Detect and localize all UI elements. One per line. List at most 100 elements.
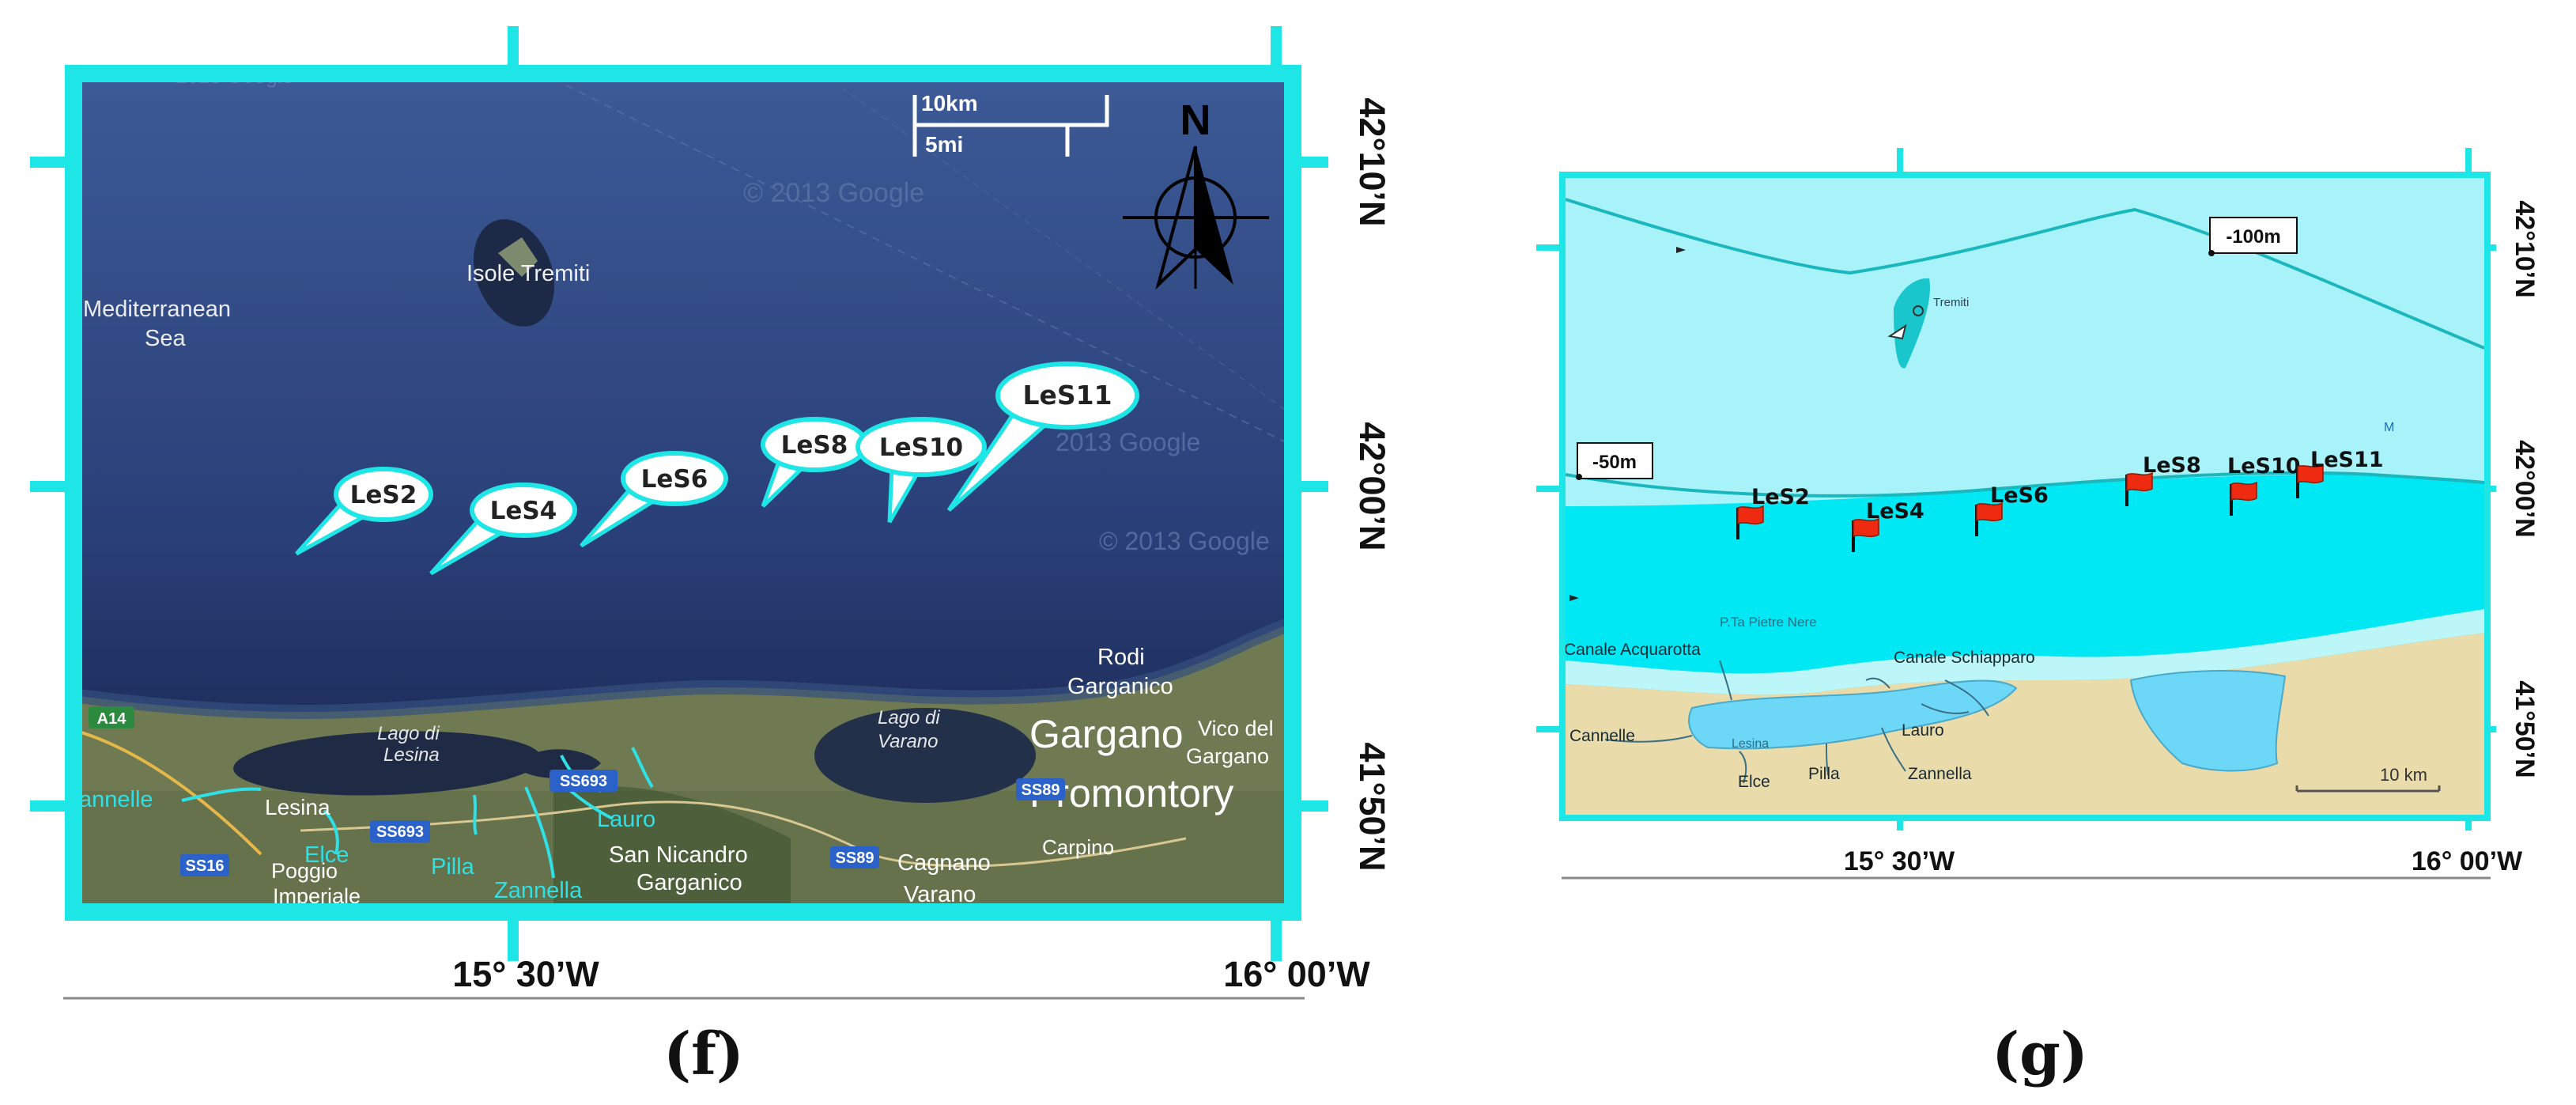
road-shield-a14: A14 [89, 706, 134, 728]
station-bubble-les10: LeS10 [856, 417, 987, 524]
road-shield-ss693-b-label: SS693 [560, 773, 607, 790]
poggio-label-2: Imperiale [273, 884, 361, 908]
flag-icon [1853, 517, 1879, 538]
isole-tremiti-island [473, 219, 555, 327]
watermark-2: 2013 Google [1056, 428, 1200, 456]
gargano-label-1: Gargano [1029, 712, 1184, 756]
panel-g: Tremiti M -100m -50m P.Ta Pietre Nere Ca… [1536, 148, 2540, 1088]
rodi-label-1: Rodi [1097, 645, 1145, 670]
cagnano-label-1: Cagnano [897, 850, 991, 876]
station-flag-les2: LeS2 [1736, 485, 1810, 539]
scale-km-label: 10km [921, 91, 978, 115]
place-lesina: Lesina [1732, 737, 1769, 751]
watermark-3: © 2013 Google [1099, 527, 1270, 555]
flag-icon [2126, 471, 2153, 492]
depth-box-100m: -100m [2208, 217, 2298, 256]
road-shield-ss16-label: SS16 [186, 857, 225, 875]
contour-50m [1566, 471, 2484, 498]
road-shield-ss89-a: SS89 [830, 846, 879, 868]
lago-lesina [233, 731, 542, 796]
panel-f-lat-label-2: 42°00’N [1352, 422, 1392, 551]
vico-label-1: Vico del [1198, 717, 1274, 740]
tremiti-island [1894, 278, 1930, 369]
north-arrow-icon [1123, 146, 1269, 290]
elce-label: Elce [304, 842, 349, 868]
flag-icon [2230, 481, 2257, 501]
poggio-label-1: Poggio [271, 859, 338, 883]
lesina-label: Lesina [265, 795, 330, 819]
cannelle-label: annelle [79, 787, 153, 812]
panel-f-frame [65, 65, 1301, 921]
place-zannella: Zannella [1908, 765, 1972, 783]
cagnano-label-2: Varano [904, 882, 976, 907]
lago-lesina-label-1: Lago di [377, 723, 440, 744]
station-flag-les8: LeS8 [2125, 453, 2201, 506]
depth-box-50m: -50m [1576, 442, 1653, 480]
lauro-label: Lauro [597, 807, 655, 832]
scale-mi-label: 5mi [925, 132, 963, 157]
panel-g-lon-label-2: 16° 00’W [2412, 846, 2523, 876]
depth-50m-label: -50m [1592, 452, 1637, 473]
place-lauro: Lauro [1902, 721, 1944, 740]
lago-varano [814, 708, 1036, 803]
depth-100m-label: -100m [2226, 226, 2280, 248]
panel-g-rivers [1604, 660, 1989, 784]
station-bubble-label: LeS4 [490, 497, 557, 525]
panel-f-lon-label-2: 16° 00’W [1223, 954, 1370, 994]
carpino-label: Carpino [1042, 835, 1114, 859]
station-bubble-les4: LeS4 [429, 482, 577, 576]
station-flag-label: LeS8 [2143, 453, 2201, 478]
lago-varano-label-2: Varano [878, 731, 939, 752]
station-flag-label: LeS4 [1866, 499, 1924, 524]
road-shield-a14-label: A14 [97, 710, 127, 728]
panel-g-lat-label-1: 42°10’N [2510, 200, 2540, 297]
station-bubble-label: LeS6 [641, 465, 708, 494]
panel-g-lat-label-3: 41°50’N [2510, 680, 2540, 778]
place-canale-schiapparo: Canale Schiapparo [1894, 649, 2035, 667]
station-flag-les6: LeS6 [1975, 483, 2049, 536]
station-bubble-label: LeS8 [781, 431, 848, 460]
flag-icon [2297, 464, 2324, 484]
place-pilla: Pilla [1808, 765, 1840, 783]
road-shield-ss693-a: SS693 [370, 820, 430, 842]
sea-label-2: Sea [145, 326, 186, 351]
place-canale-acquarotta: Canale Acquarotta [1564, 641, 1701, 659]
panel-f-lat-label-1: 42°10’N [1352, 97, 1392, 226]
station-bubble-les11: LeS11 [946, 361, 1139, 512]
station-bubble-label: LeS2 [350, 481, 417, 509]
place-cannelle: Cannelle [1569, 727, 1635, 745]
station-flag-label: LeS11 [2310, 448, 2384, 472]
panel-g-scale-bar [2295, 785, 2441, 793]
panel-f-lon-label-1: 15° 30’W [452, 954, 599, 994]
watermark-1: © 2013 Google [743, 178, 924, 208]
panel-f-lat-label-3: 41°50’N [1352, 742, 1392, 871]
san-nicandro-label-1: San Nicandro [609, 842, 748, 868]
station-flag-les10: LeS10 [2227, 454, 2301, 516]
point-label: P.Ta Pietre Nere [1720, 615, 1817, 630]
tremiti-label: Tremiti [1933, 296, 1969, 309]
pilla-label: Pilla [431, 854, 475, 880]
lago-lesina-label-2: Lesina [383, 744, 440, 766]
station-flag-les4: LeS4 [1852, 499, 1924, 552]
station-flag-label: LeS6 [1990, 483, 2049, 508]
panel-g-lat-label-2: 42°00’N [2510, 440, 2540, 537]
road-shield-ss693-a-label: SS693 [376, 823, 424, 841]
sea-label-1: Mediterranean [83, 297, 231, 322]
panel-f-caption: (f) [663, 1020, 744, 1088]
panel-g-caption: (g) [1992, 1020, 2088, 1088]
panel-g-scale-label: 10 km [2380, 765, 2427, 785]
flag-icon [1976, 501, 2003, 522]
flag-icon [1737, 505, 1764, 525]
panel-f-scale-bar [912, 95, 1109, 157]
station-bubble-label: LeS10 [879, 433, 963, 462]
san-nicandro-label-2: Garganico [636, 870, 742, 895]
watermark-top: 2013 Google [176, 64, 293, 88]
panel-f: 2013 Google © 2013 Google 2013 Google © … [30, 26, 1392, 1088]
island-label: Isole Tremiti [466, 261, 590, 286]
station-flag-label: LeS2 [1751, 485, 1810, 509]
station-flag-label: LeS10 [2227, 454, 2301, 479]
road-shield-ss693-b: SS693 [550, 770, 618, 792]
